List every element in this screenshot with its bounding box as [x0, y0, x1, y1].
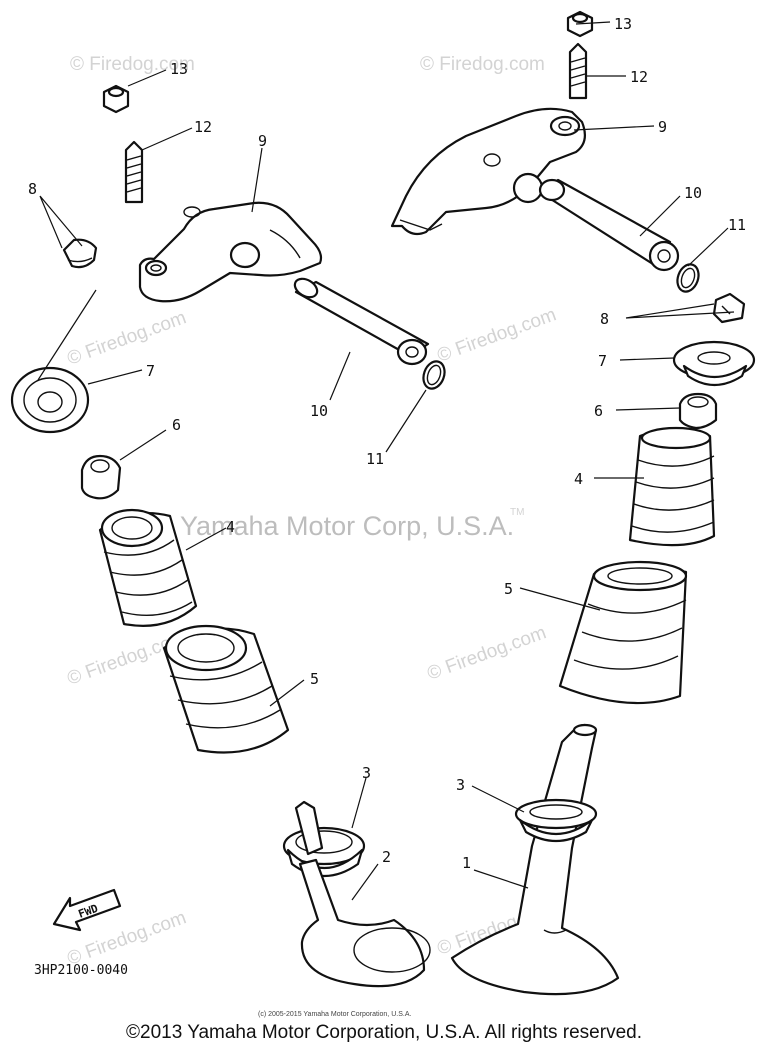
valve-spring-seat-right	[514, 798, 598, 842]
callout-2: 2	[382, 848, 391, 866]
callout-numbers: 13 13 12 12 9 9 10 10 11 11 8 8 7 7 6 6 …	[28, 15, 746, 872]
firedog-watermark: © Firedog.com	[435, 304, 560, 366]
spring-retainer-right	[672, 340, 756, 387]
trademark-mark: TM	[510, 507, 524, 518]
valve-spring-seat-left	[282, 826, 366, 877]
callout-10-right: 10	[684, 184, 702, 202]
callout-5-right: 5	[504, 580, 513, 598]
leader-lines	[37, 21, 735, 901]
callout-4-left: 4	[226, 518, 235, 536]
callout-13-right: 13	[614, 15, 632, 33]
callout-11-right: 11	[728, 216, 746, 234]
small-copyright: (c) 2005-2015 Yamaha Motor Corporation, …	[258, 1011, 411, 1018]
rocker-shaft-left	[293, 277, 430, 366]
callout-11-left: 11	[366, 450, 384, 468]
exploded-valve-diagram: © Firedog.com © Firedog.com © Firedog.co…	[10, 10, 756, 1018]
adjust-screw-left	[124, 140, 144, 204]
callout-3-right: 3	[456, 776, 465, 794]
inner-spring-right	[628, 426, 716, 547]
valve-stem-seal-right	[678, 392, 718, 430]
callout-3-left: 3	[362, 764, 371, 782]
callout-7-left: 7	[146, 362, 155, 380]
rocker-arm-left	[138, 201, 323, 303]
callout-10-left: 10	[310, 402, 328, 420]
o-ring-right	[676, 263, 700, 293]
adjust-screw-right	[568, 42, 588, 100]
valve-cotter-left	[62, 238, 98, 269]
rocker-shaft-right	[538, 178, 680, 272]
outer-spring-left	[162, 624, 290, 754]
exhaust-valve	[450, 723, 620, 996]
callout-12-left: 12	[194, 118, 212, 136]
firedog-watermark: © Firedog.com	[70, 54, 195, 75]
valve-cotter-right	[712, 292, 746, 324]
yamaha-watermark: Yamaha Motor Corp, U.S.A.	[180, 511, 514, 541]
spring-retainer-left	[10, 366, 90, 434]
firedog-watermark: © Firedog.com	[425, 622, 550, 684]
locknut-left	[102, 84, 130, 114]
callout-4-right: 4	[574, 470, 583, 488]
callout-8-right: 8	[600, 310, 609, 328]
callout-5-left: 5	[310, 670, 319, 688]
callout-12-right: 12	[630, 68, 648, 86]
callout-6-right: 6	[594, 402, 603, 420]
valve-stem-seal-left	[80, 454, 122, 500]
callout-13-left: 13	[170, 60, 188, 78]
callout-8-left: 8	[28, 180, 37, 198]
intake-valve	[294, 800, 431, 988]
outer-spring-right	[558, 560, 688, 705]
forward-arrow-icon: FWD	[52, 888, 122, 932]
callout-1: 1	[462, 854, 471, 872]
callout-6-left: 6	[172, 416, 181, 434]
callout-9-right: 9	[658, 118, 667, 136]
footer-copyright: ©2013 Yamaha Motor Corporation, U.S.A. A…	[126, 1022, 642, 1043]
callout-9-left: 9	[258, 132, 267, 150]
rocker-arm-right	[390, 107, 587, 236]
firedog-watermark: © Firedog.com	[65, 307, 190, 369]
inner-spring-left	[98, 508, 198, 627]
firedog-watermark: © Firedog.com	[420, 54, 545, 75]
o-ring-left	[422, 360, 446, 390]
diagram-code: 3HP2100-0040	[34, 963, 128, 978]
callout-7-right: 7	[598, 352, 607, 370]
